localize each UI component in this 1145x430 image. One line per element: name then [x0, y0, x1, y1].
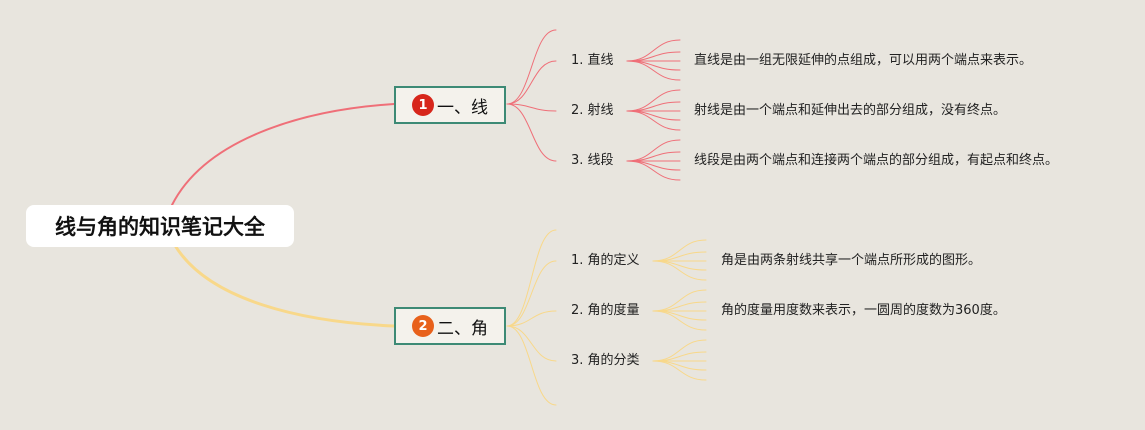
- description-segment[interactable]: 线段是由两个端点和连接两个端点的部分组成，有起点和终点。: [694, 153, 1059, 168]
- subtopic-connector: [506, 310, 557, 327]
- root-title: 线与角的知识笔记大全: [55, 215, 265, 239]
- detail-connector: [652, 260, 707, 281]
- detail-connector: [652, 351, 707, 362]
- subtopic-ray[interactable]: 2. 射线: [571, 103, 614, 118]
- subtopic-connector: [506, 325, 557, 406]
- subtopic-connector: [506, 103, 557, 112]
- detail-connector: [626, 160, 681, 171]
- detail-connector: [652, 360, 707, 371]
- detail-connector: [626, 60, 681, 71]
- description-ray[interactable]: 射线是由一个端点和延伸出去的部分组成，没有终点。: [694, 103, 1007, 118]
- subtopic-angle-definition[interactable]: 1. 角的定义: [571, 253, 640, 268]
- subtopic-connector: [506, 29, 557, 105]
- detail-connector: [626, 139, 681, 162]
- main-topic-line[interactable]: 1 一、线: [394, 86, 506, 124]
- detail-connector: [626, 39, 681, 62]
- detail-connector: [626, 101, 681, 112]
- root-to-line-connector: [171, 103, 395, 206]
- subtopic-connector: [506, 229, 557, 327]
- main-topic-label: 二、角: [437, 318, 488, 339]
- detail-connector: [652, 260, 707, 271]
- detail-connector: [626, 51, 681, 62]
- description-straight-line[interactable]: 直线是由一组无限延伸的点组成，可以用两个端点来表示。: [694, 53, 1033, 68]
- main-topic-angle[interactable]: 2 二、角: [394, 307, 506, 345]
- detail-connector: [626, 89, 681, 112]
- subtopic-connector: [506, 325, 557, 362]
- detail-connector: [626, 110, 681, 121]
- subtopic-straight-line[interactable]: 1. 直线: [571, 53, 614, 68]
- subtopic-angle-measure[interactable]: 2. 角的度量: [571, 303, 640, 318]
- detail-connector: [626, 110, 681, 131]
- subtopic-connector: [506, 103, 557, 162]
- detail-connector: [652, 310, 707, 331]
- detail-connector: [626, 60, 681, 81]
- detail-connector: [652, 251, 707, 262]
- root-to-angle-connector: [174, 245, 396, 328]
- subtopic-segment[interactable]: 3. 线段: [571, 153, 614, 168]
- description-angle-definition[interactable]: 角是由两条射线共享一个端点所形成的图形。: [721, 253, 982, 268]
- root-topic[interactable]: 线与角的知识笔记大全: [26, 205, 294, 247]
- number-badge: 1: [412, 94, 434, 116]
- number-badge: 2: [412, 315, 434, 337]
- subtopic-angle-types[interactable]: 3. 角的分类: [571, 353, 640, 368]
- detail-connector: [652, 360, 707, 381]
- detail-connector: [626, 160, 681, 181]
- main-topic-label: 一、线: [437, 97, 488, 118]
- detail-connector: [652, 239, 707, 262]
- subtopic-connector: [506, 60, 557, 105]
- description-angle-measure[interactable]: 角的度量用度数来表示，一圆周的度数为360度。: [721, 303, 1006, 318]
- detail-connector: [652, 310, 707, 321]
- detail-connector: [626, 151, 681, 162]
- detail-connector: [652, 289, 707, 312]
- detail-connector: [652, 339, 707, 362]
- detail-connector: [652, 301, 707, 312]
- subtopic-connector: [506, 260, 557, 327]
